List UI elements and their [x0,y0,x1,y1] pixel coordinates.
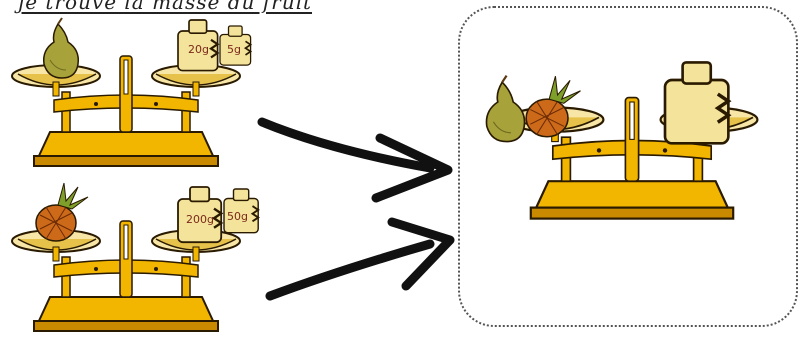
scale-2: 200g 50g [11,182,260,332]
weight-label: 50g [227,210,248,223]
scale-3 [485,60,759,220]
pear-image [485,74,526,143]
scale-1: 20g 5g [11,17,252,167]
weight-label: 20g [188,43,209,56]
arrow-upper [257,117,453,203]
pear-image [42,17,80,79]
arrow-lower [265,217,455,301]
weight-unknown [663,60,731,146]
weight-label: 200g [186,213,214,226]
page-title: je trouve la masse du fruit [18,0,313,14]
answer-panel [458,6,798,327]
weight-label: 5g [227,43,241,56]
